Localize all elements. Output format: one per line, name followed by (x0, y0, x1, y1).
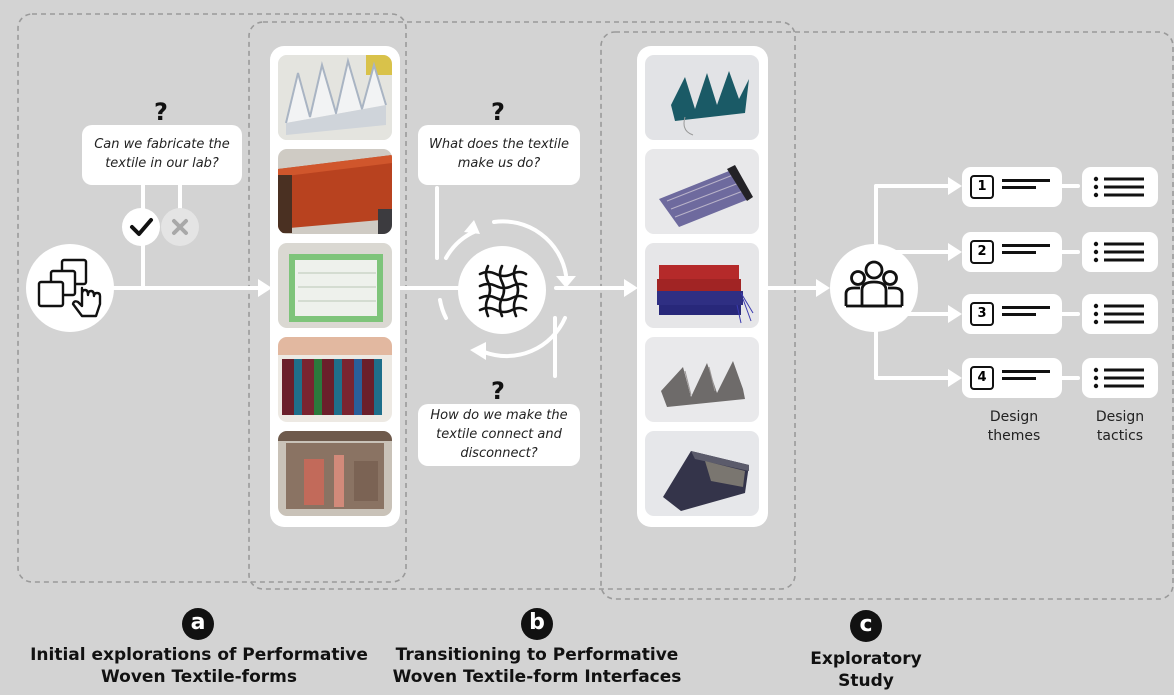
section-c-badge: c (850, 610, 882, 642)
section-c-title-line1: Exploratory (810, 649, 922, 669)
question-bubble-3: How do we make the textile connect and d… (418, 404, 580, 466)
question-text-3: How do we make the textile connect and d… (430, 408, 568, 461)
section-c-region (600, 31, 1174, 600)
question-bubble-1: Can we fabricate the textile in our lab? (82, 125, 242, 185)
tactic-card-1 (1082, 167, 1158, 207)
text-lines-icon (1002, 244, 1052, 260)
photo-striped-loom-weaving (278, 337, 392, 422)
bullet-list-icon (1093, 176, 1144, 198)
section-a-caption: Initial explorations of Performative Wov… (18, 644, 380, 688)
check-icon (122, 208, 160, 246)
bullet-list-icon (1093, 367, 1144, 389)
question-text-1: Can we fabricate the textile in our lab? (94, 137, 230, 171)
question-bubble-2: What does the textile make us do? (418, 125, 580, 185)
theme-number-4: 4 (970, 366, 994, 390)
section-b-title-line1: Transitioning to Performative (395, 645, 679, 665)
text-lines-icon (1002, 306, 1052, 322)
section-c-title-line2: Study (838, 671, 894, 691)
flow-lines (108, 182, 1080, 380)
tactic-card-2 (1082, 232, 1158, 272)
design-themes-label: Design themes (987, 409, 1041, 444)
photo-red-rolled-textile (278, 149, 392, 234)
theme-card-4: 4 (962, 358, 1062, 398)
theme-card-1: 1 (962, 167, 1062, 207)
section-a-title-line2: Woven Textile-forms (101, 667, 297, 687)
theme-number-2: 2 (970, 240, 994, 264)
section-b-badge: b (521, 608, 553, 640)
layers-touch-icon (26, 244, 114, 332)
photo-teal-pleated-textile (645, 55, 759, 140)
photo-red-blue-fringe-textile (645, 243, 759, 328)
text-lines-icon (1002, 370, 1052, 386)
tactic-card-4 (1082, 358, 1158, 398)
photo-purple-rolled-textile (645, 149, 759, 234)
loop-arc-3 (482, 316, 567, 359)
section-b-title-line2: Woven Textile-form Interfaces (392, 667, 682, 687)
section-c-caption: Exploratory Study (790, 648, 942, 692)
question-mark-3: ? (491, 377, 505, 405)
photo-brown-pocket-textile (278, 431, 392, 516)
section-b-region (248, 21, 796, 590)
photo-dark-layered-textile (645, 431, 759, 516)
theme-card-2: 2 (962, 232, 1062, 272)
section-a-title-line1: Initial explorations of Performative (30, 645, 368, 665)
section-b-caption: Transitioning to Performative Woven Text… (370, 644, 704, 688)
question-text-2: What does the textile make us do? (429, 137, 569, 171)
arrow-heads (258, 177, 962, 387)
photo-white-woven-sample (278, 243, 392, 328)
design-tactics-label: Design tactics (1095, 409, 1145, 444)
photo-pleated-white-textile (278, 55, 392, 140)
theme-number-3: 3 (970, 302, 994, 326)
tactic-card-3 (1082, 294, 1158, 334)
cross-icon (161, 208, 199, 246)
loop-arc-4 (438, 298, 448, 320)
section-a-badge: a (182, 608, 214, 640)
group-icon (830, 244, 918, 332)
section-a-region (17, 13, 407, 583)
theme-card-3: 3 (962, 294, 1062, 334)
weave-icon (458, 246, 546, 334)
question-mark-2: ? (491, 98, 505, 126)
text-lines-icon (1002, 179, 1052, 195)
photo-grey-pleated-textile (645, 337, 759, 422)
question-mark-1: ? (154, 98, 168, 126)
theme-number-1: 1 (970, 175, 994, 199)
bullet-list-icon (1093, 303, 1144, 325)
section-boundaries (17, 13, 1174, 600)
loop-arc-2 (492, 219, 568, 277)
bullet-list-icon (1093, 241, 1144, 263)
